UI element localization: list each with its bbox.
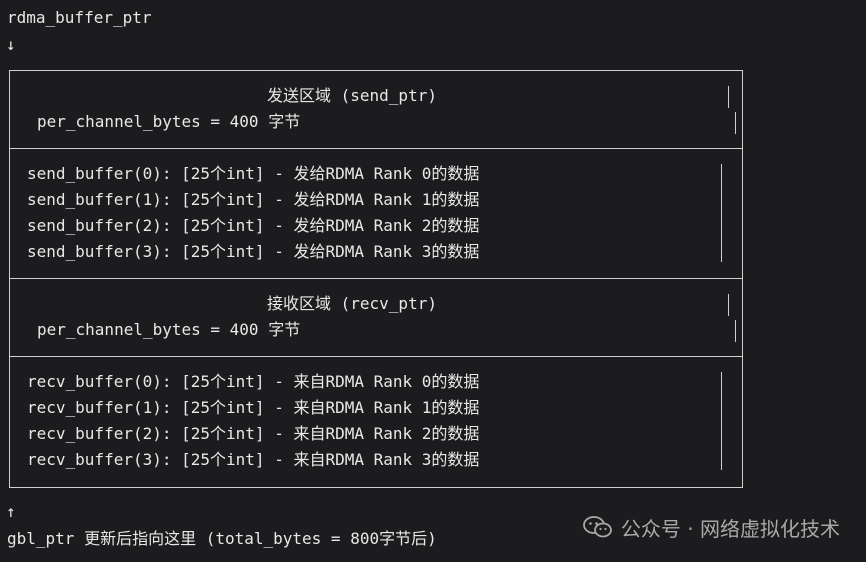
send-per-channel-bytes: per_channel_bytes = 400 字节 (37, 112, 301, 131)
box-divider (9, 356, 743, 357)
recv-buffer-row: recv_buffer(0): [25个int] - 来自RDMA Rank 0… (27, 372, 480, 391)
send-buffer-row: send_buffer(3): [25个int] - 发给RDMA Rank 3… (27, 242, 480, 261)
box-inner-bar (735, 320, 736, 342)
up-arrow-icon: ↑ (6, 502, 16, 521)
send-buffer-row: send_buffer(1): [25个int] - 发给RDMA Rank 1… (27, 190, 480, 209)
wechat-icon (583, 515, 613, 539)
send-section-title: 发送区域 (send_ptr) (267, 86, 437, 105)
box-divider (9, 278, 743, 279)
memory-layout-box (9, 70, 743, 488)
watermark-text: 公众号 · 网络虚拟化技术 (620, 516, 840, 541)
box-divider (9, 148, 743, 149)
recv-buffer-row: recv_buffer(1): [25个int] - 来自RDMA Rank 1… (27, 398, 480, 417)
send-buffer-row: send_buffer(2): [25个int] - 发给RDMA Rank 2… (27, 216, 480, 235)
box-inner-bar (728, 86, 729, 108)
down-arrow-icon: ↓ (6, 35, 16, 54)
recv-section-title: 接收区域 (recv_ptr) (267, 294, 437, 313)
recv-buffer-row: recv_buffer(3): [25个int] - 来自RDMA Rank 3… (27, 450, 480, 469)
buffer-pointer-label: rdma_buffer_ptr (7, 8, 152, 27)
gbl-pointer-note: gbl_ptr 更新后指向这里 (total_bytes = 800字节后) (7, 529, 437, 548)
recv-per-channel-bytes: per_channel_bytes = 400 字节 (37, 320, 301, 339)
box-inner-bar (728, 294, 729, 316)
watermark: 公众号 · 网络虚拟化技术 (583, 514, 840, 541)
send-buffer-row: send_buffer(0): [25个int] - 发给RDMA Rank 0… (27, 164, 480, 183)
box-inner-bar (735, 112, 736, 134)
box-inner-bar (721, 164, 722, 262)
box-inner-bar (721, 372, 722, 470)
recv-buffer-row: recv_buffer(2): [25个int] - 来自RDMA Rank 2… (27, 424, 480, 443)
